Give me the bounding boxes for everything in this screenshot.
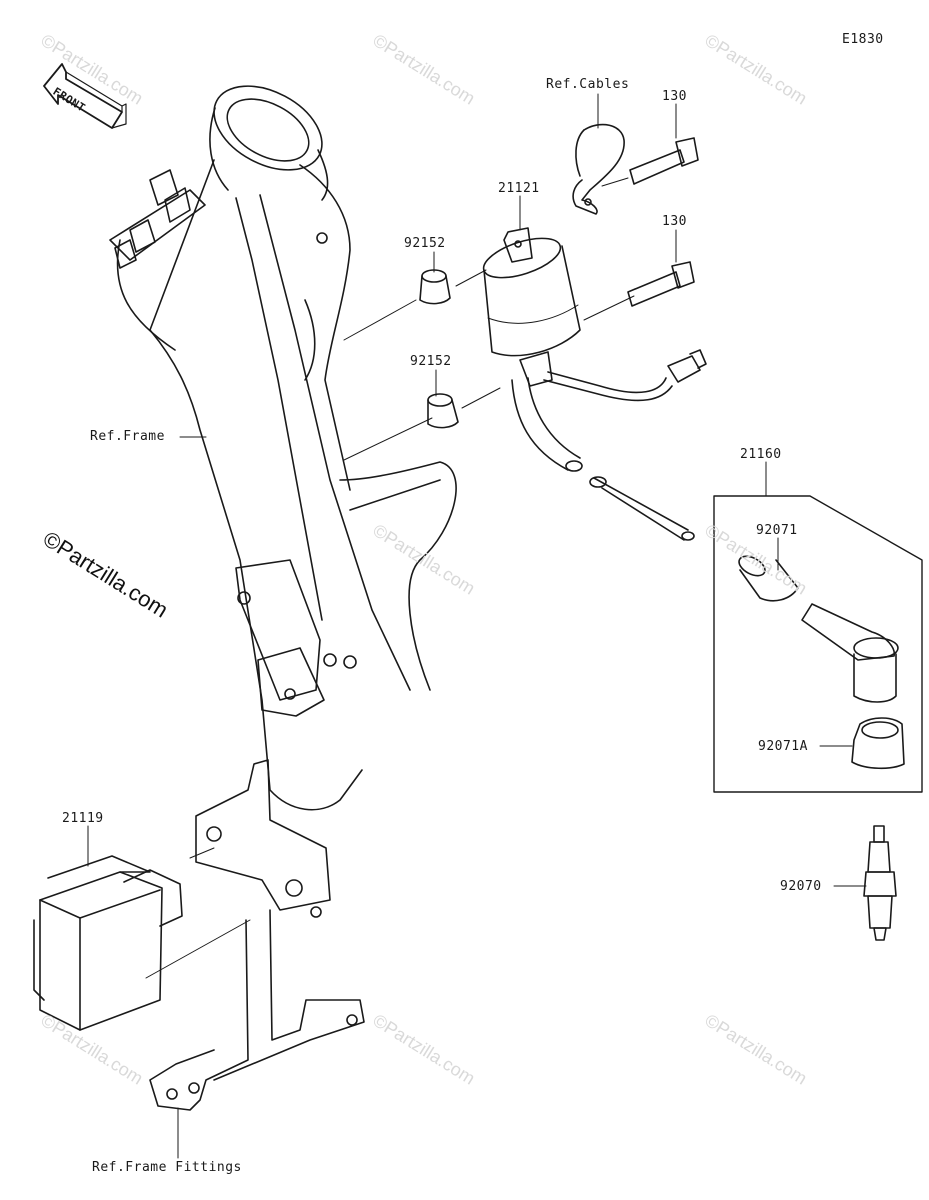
label-bolt-top[interactable]: 130 xyxy=(662,89,687,104)
diagram-code: E1830 xyxy=(842,32,884,47)
label-ref-frame[interactable]: Ref.Frame xyxy=(90,429,165,444)
spark-plug-drawing xyxy=(863,825,897,941)
label-ref-frame-fittings[interactable]: Ref.Frame Fittings xyxy=(92,1160,242,1175)
label-ref-cables[interactable]: Ref.Cables xyxy=(546,77,630,92)
label-leaders xyxy=(87,93,867,1159)
label-cap-assy[interactable]: 21160 xyxy=(740,447,782,462)
label-cap-seal[interactable]: 92071 xyxy=(756,523,798,538)
label-collar-lower[interactable]: 92152 xyxy=(410,354,452,369)
label-bolt-lower[interactable]: 130 xyxy=(662,214,687,229)
front-arrow-icon xyxy=(43,63,127,129)
label-igniter[interactable]: 21119 xyxy=(62,811,104,826)
label-coil[interactable]: 21121 xyxy=(498,181,540,196)
cap-assembly-drawing xyxy=(713,495,923,793)
collar-drawings xyxy=(419,269,459,429)
label-collar-top[interactable]: 92152 xyxy=(404,236,446,251)
leader-lines xyxy=(145,177,635,979)
cable-clamp-drawing xyxy=(572,123,625,215)
label-cap-seal-a[interactable]: 92071A xyxy=(758,739,808,754)
bolt-drawings xyxy=(627,137,699,307)
frame-drawing xyxy=(109,85,457,811)
label-spark-plug[interactable]: 92070 xyxy=(780,879,822,894)
frame-fittings-drawing xyxy=(149,759,365,1111)
igniter-drawing xyxy=(33,855,183,1031)
ignition-coil-drawing xyxy=(482,227,707,541)
